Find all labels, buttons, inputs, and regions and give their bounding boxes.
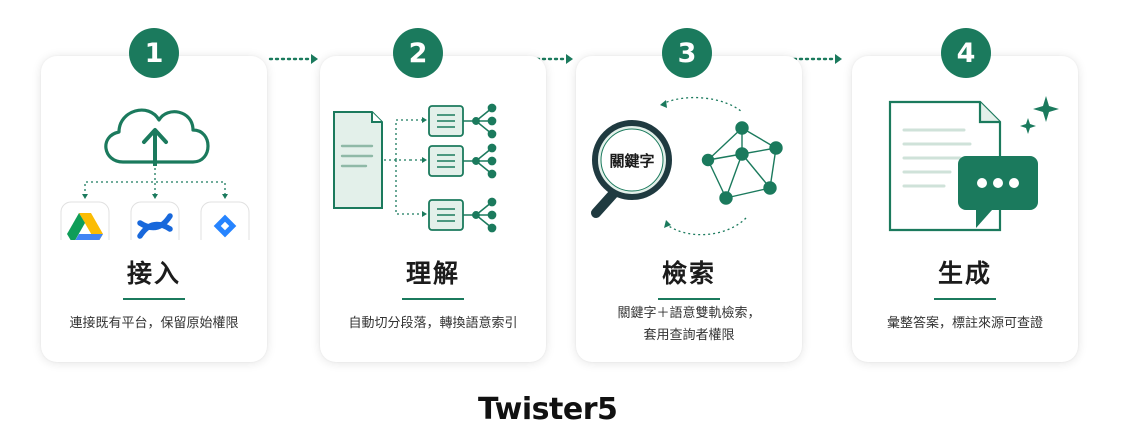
sparkle-icon: [1020, 96, 1059, 134]
step-1-description: 連接既有平台，保留原始權限: [69, 316, 239, 331]
step-4-description: 彙整答案，標註來源可查證: [886, 316, 1043, 331]
confluence-icon: [130, 201, 180, 240]
jira-icon: [200, 201, 250, 240]
google-drive-icon: [60, 201, 110, 240]
step-1-underline: [123, 298, 185, 300]
connector-arrow-1-2: [268, 54, 318, 64]
chat-bubble-icon: [958, 156, 1038, 228]
retrieve-illustration: 關鍵字: [591, 96, 783, 236]
step-card-retrieve: 關鍵字 檢索 關鍵字＋語意雙軌檢索， 套用查詢者權限: [576, 56, 802, 362]
step-4-badge: 4: [941, 28, 991, 78]
chunk-icon: [428, 105, 464, 231]
step-card-generate: 生成 彙整答案，標註來源可查證: [852, 56, 1078, 362]
generate-illustration: [888, 96, 1059, 232]
step-1-badge: 1: [129, 28, 179, 78]
brand-name: Twister5: [478, 391, 618, 427]
step-card-understand: 理解 自動切分段落，轉換語意索引: [320, 56, 546, 362]
step-2-description: 自動切分段落，轉換語意索引: [348, 316, 518, 331]
step-2-underline: [402, 298, 464, 300]
step-2-title: 理解: [405, 259, 460, 288]
vector-graph-icon: [463, 103, 497, 233]
step-3-badge: 3: [662, 28, 712, 78]
cloud-upload-icon: [104, 108, 210, 166]
document-icon: [333, 111, 383, 209]
understand-illustration: [333, 103, 497, 233]
step-4-underline: [934, 298, 996, 300]
step-card-ingest: 接入 連接既有平台，保留原始權限: [41, 56, 267, 362]
step-2-badge: 2: [393, 28, 443, 78]
step-3-title: 檢索: [661, 259, 716, 288]
step-3-description: 關鍵字＋語意雙軌檢索， 套用查詢者權限: [617, 306, 761, 343]
knowledge-graph-icon: [701, 121, 783, 205]
step-4-title: 生成: [937, 259, 992, 288]
magnifier-label: 關鍵字: [609, 152, 654, 170]
ingest-illustration: [60, 108, 250, 240]
brand-logo: Twister5: [478, 386, 648, 432]
step-1-title: 接入: [126, 259, 181, 288]
magnifier-icon: 關鍵字: [591, 120, 672, 218]
step-3-underline: [658, 298, 720, 300]
